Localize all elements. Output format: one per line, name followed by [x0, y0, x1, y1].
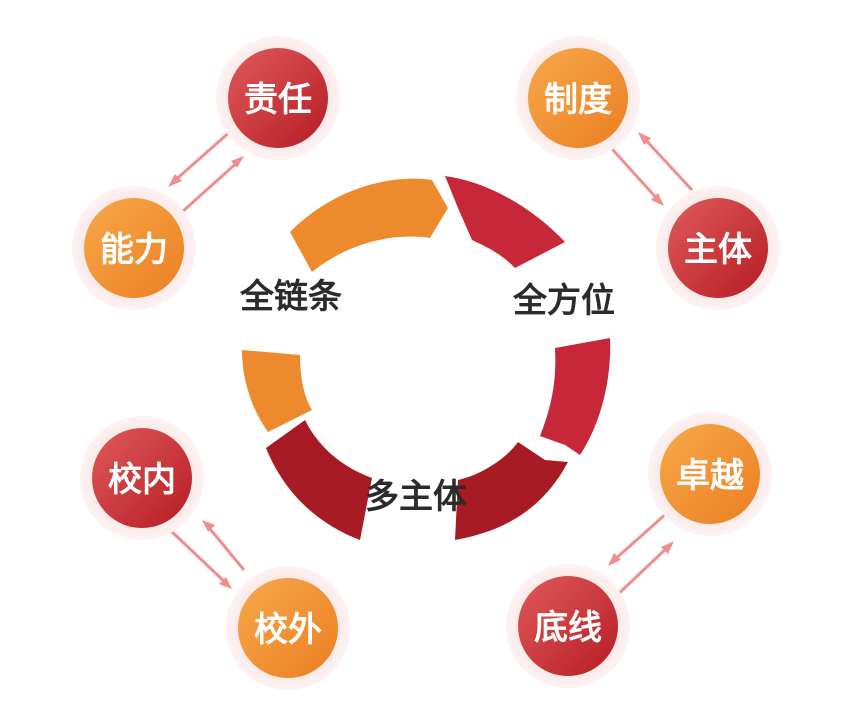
node-label-responsibility: 责任 — [244, 80, 312, 120]
arrow-to-upper — [612, 543, 672, 600]
node-label-on-campus: 校内 — [108, 460, 176, 500]
node-bottom-line — [518, 576, 618, 676]
cycle-ring — [242, 176, 611, 540]
node-responsibility — [228, 48, 328, 148]
ring-label-multi-subject: 多主体 — [365, 477, 467, 517]
node-ability — [84, 198, 184, 298]
arrowhead — [651, 193, 664, 206]
ring-segment-top-right — [445, 176, 565, 268]
arrowhead — [231, 156, 244, 168]
ring-label-all-round: 全方位 — [512, 281, 615, 321]
arrow-to-upper — [640, 134, 694, 192]
arrowhead — [608, 553, 621, 566]
ring-segment-right — [540, 338, 611, 455]
node-system — [528, 48, 628, 148]
arrowhead — [661, 541, 674, 554]
pair-top-right: 制度 主体 — [516, 36, 780, 310]
node-label-off-campus: 校外 — [254, 610, 322, 650]
node-excellence — [660, 424, 760, 524]
ring-segment-top-left — [290, 178, 448, 272]
arrowhead — [202, 520, 215, 532]
arrow-to-lower — [602, 138, 662, 204]
arrowhead — [168, 174, 182, 187]
ring-segment-bottom-left — [266, 420, 372, 540]
pair-bottom-left: 校内 校外 — [80, 416, 350, 690]
node-label-system: 制度 — [544, 80, 612, 120]
arrow-to-upper — [180, 158, 242, 214]
node-label-bottom-line: 底线 — [534, 608, 602, 648]
arrowhead — [219, 577, 232, 589]
node-subject — [668, 198, 768, 298]
arrow-to-lower — [168, 528, 230, 587]
arrow-to-lower — [611, 510, 669, 564]
pair-top-left: 责任 能力 — [72, 36, 340, 310]
node-off-campus — [238, 578, 338, 678]
node-on-campus — [92, 428, 192, 528]
node-label-excellence: 卓越 — [676, 456, 745, 496]
ring-label-full-chain: 全链条 — [239, 277, 342, 317]
node-label-subject: 主体 — [684, 230, 752, 270]
pair-bottom-right: 卓越 底线 — [506, 412, 772, 688]
arrow-to-upper — [204, 523, 246, 571]
arrowhead — [638, 132, 651, 145]
ring-segment-bottom-right — [455, 442, 568, 540]
ring-segment-left — [242, 350, 312, 432]
arrow-to-lower — [171, 128, 233, 185]
node-label-ability: 能力 — [100, 230, 168, 270]
